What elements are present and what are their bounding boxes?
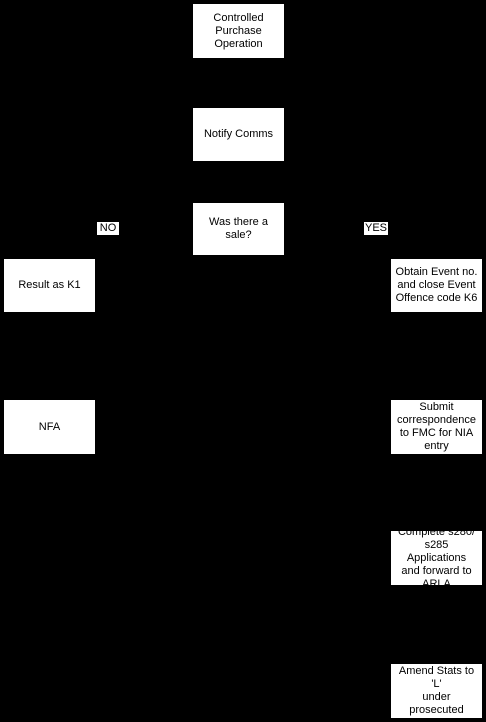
node-label: Obtain Event no. and close Event Offence… [395,266,478,304]
node-obtain-event-number: Obtain Event no. and close Event Offence… [390,258,483,313]
edge-label-no: NO [97,222,119,235]
node-label: Complete s280/ s285 Applications and for… [397,525,476,590]
node-nfa: NFA [3,399,96,455]
node-controlled-purchase-operation: Controlled Purchase Operation [192,3,285,59]
node-amend-stats: Amend Stats to 'L' under prosecuted [390,663,483,719]
node-label: Amend Stats to 'L' under prosecuted [398,665,475,716]
node-label: Was there a sale? [209,216,268,241]
node-label: Notify Comms [203,128,274,140]
node-label: Submit correspondence to FMC for NIA ent… [397,401,476,452]
node-label: NFA [38,420,61,433]
edge-label-yes: YES [364,222,388,235]
node-notify-comms: Notify Comms [192,107,285,162]
node-label: Controlled Purchase Operation [213,11,264,50]
node-result-as-k1: Result as K1 [3,258,96,313]
node-label: Result as K1 [18,279,81,291]
decision-was-there-a-sale: Was there a sale? [192,202,285,256]
node-complete-s280-s285-applications: Complete s280/ s285 Applications and for… [390,526,483,590]
node-submit-correspondence: Submit correspondence to FMC for NIA ent… [390,399,483,455]
